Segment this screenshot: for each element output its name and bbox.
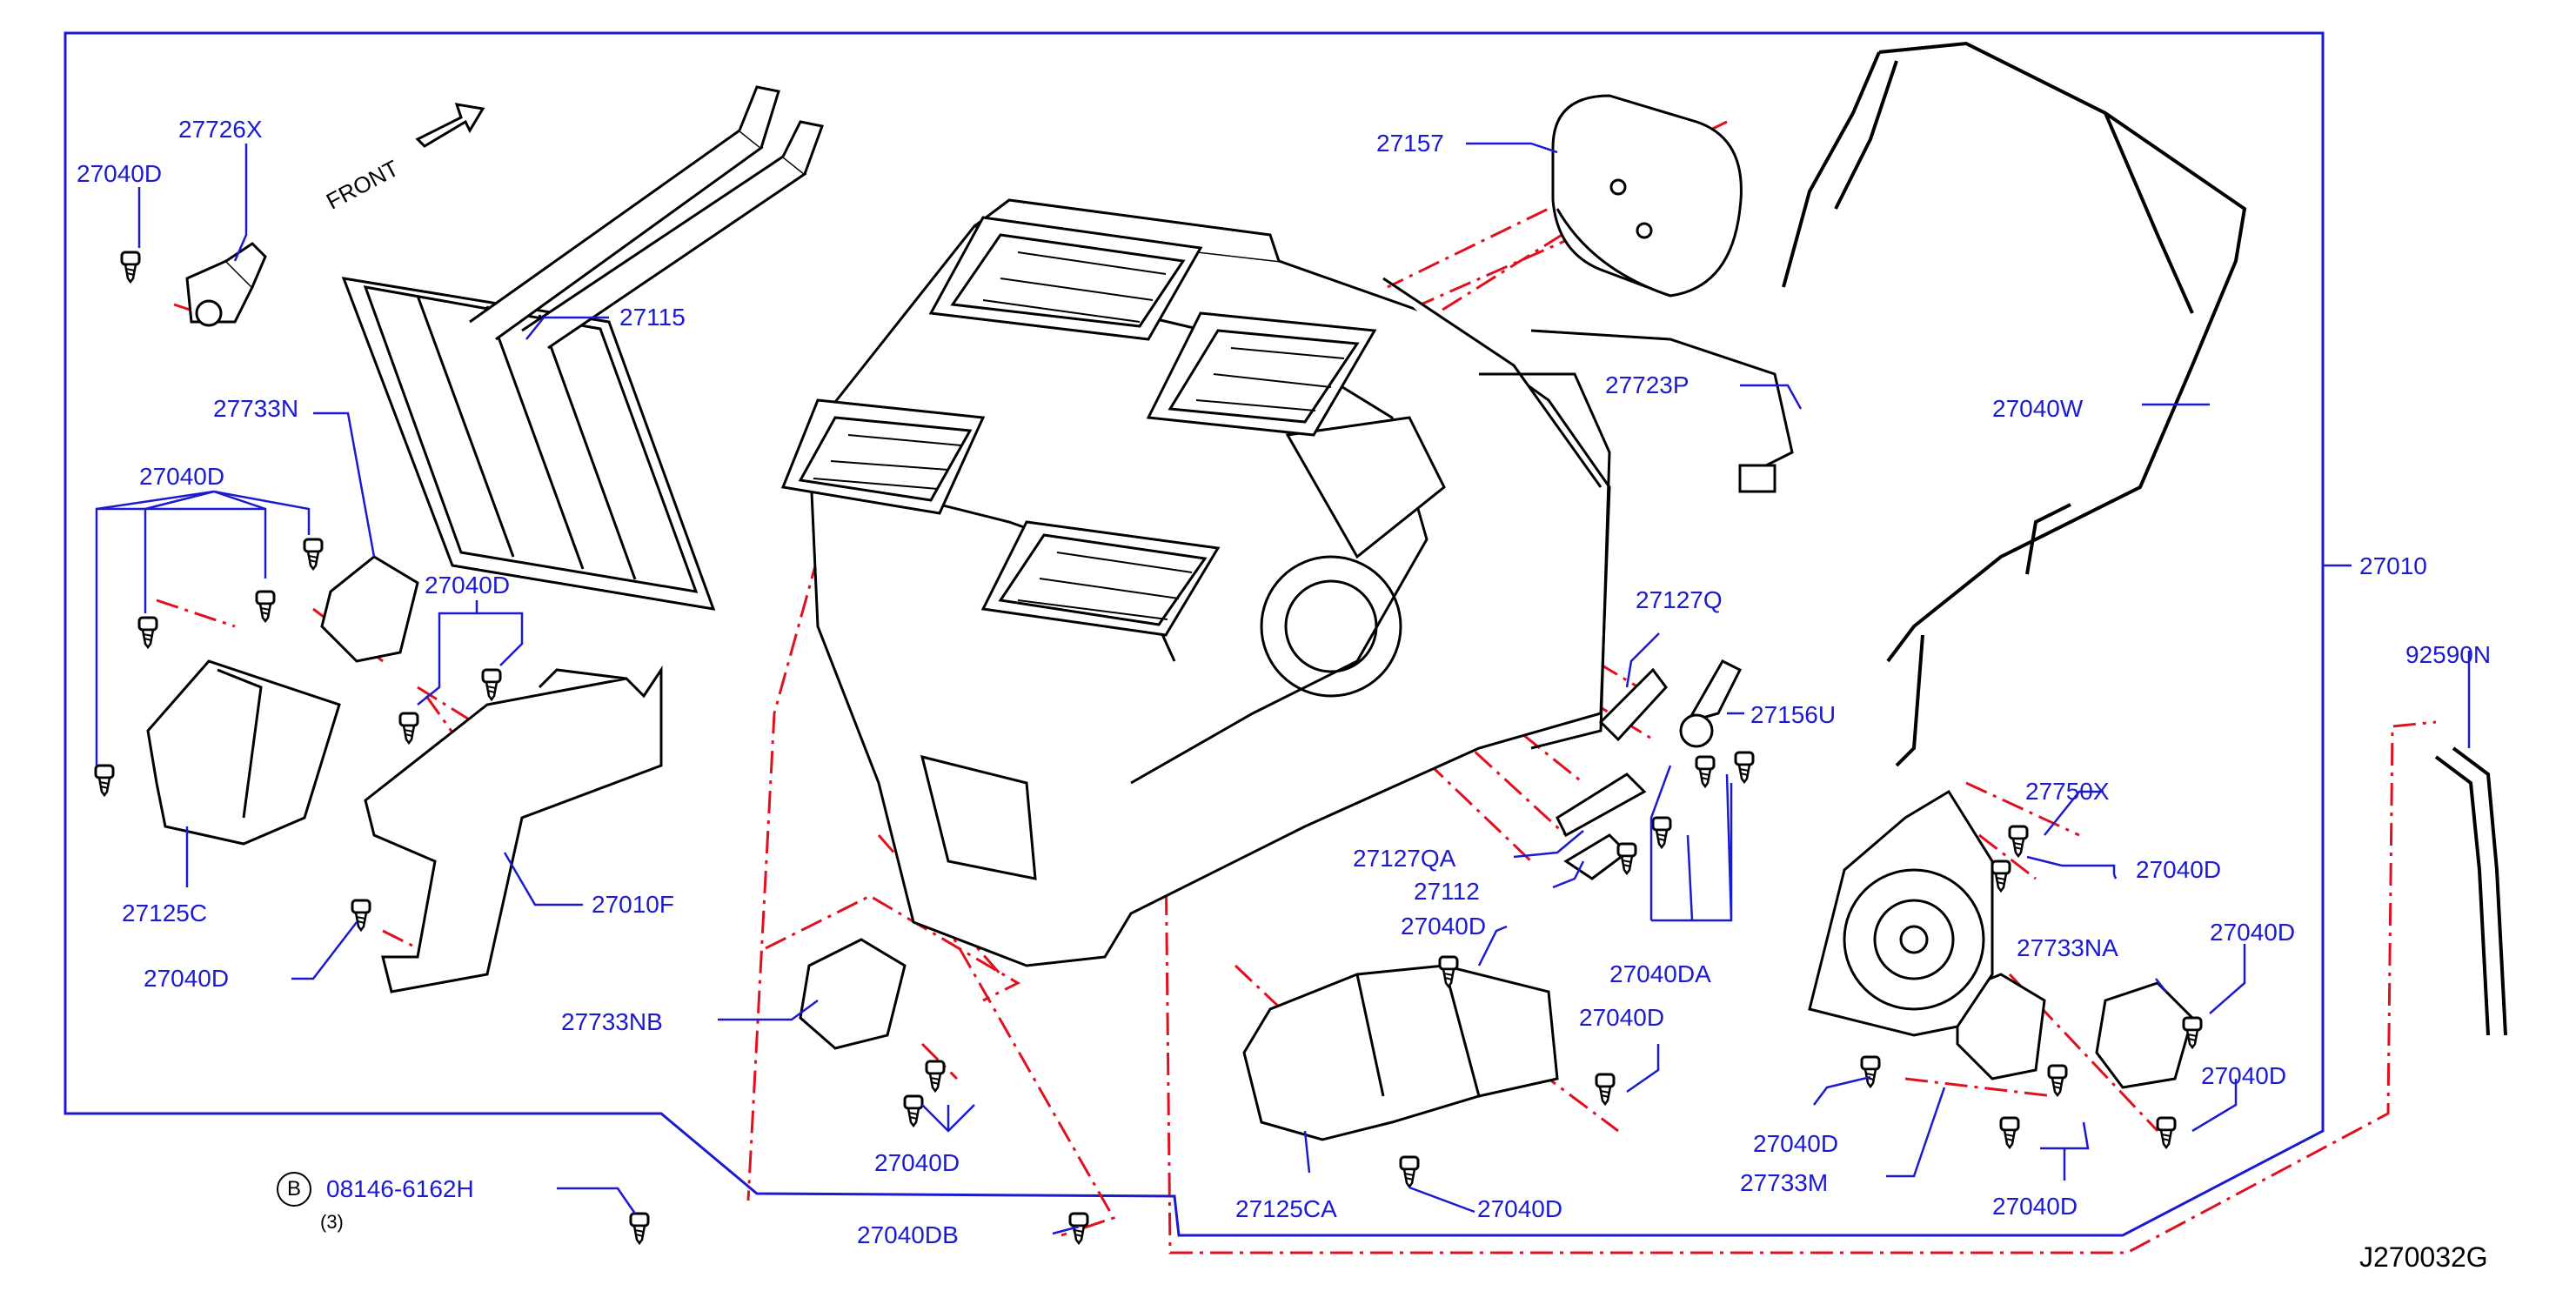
vent-outlets: [780, 216, 1377, 637]
label-27750X: 27750X: [2025, 778, 2110, 805]
cover-27125C: [146, 659, 341, 846]
duct-27010F: [364, 666, 663, 993]
label-27040D-sensor: 27040D: [77, 160, 163, 187]
label-27010: 27010: [2359, 552, 2427, 579]
duct-27125CA: [1242, 964, 1559, 1141]
sensor-27726X: [185, 242, 267, 327]
harness-27723P: [1530, 329, 1794, 493]
label-92590N: 92590N: [2405, 641, 2492, 668]
label-27040W: 27040W: [1992, 395, 2084, 422]
leader-lines: [95, 142, 2471, 1235]
label-27040D-ca-lower: 27040D: [1477, 1195, 1563, 1222]
label-27115: 27115: [619, 304, 686, 331]
label-27040D-ca-upper: 27040D: [1579, 1004, 1665, 1031]
bolt-quantity: (3): [320, 1211, 344, 1233]
label-08146-6162H: 08146-6162H: [326, 1175, 474, 1202]
label-27040DA: 27040DA: [1609, 960, 1711, 987]
front-arrow-icon: [415, 103, 485, 148]
label-27040D-m-left: 27040D: [1753, 1130, 1839, 1157]
label-27726X: 27726X: [178, 116, 263, 143]
label-27125CA: 27125CA: [1235, 1195, 1337, 1222]
label-27040D-cover: 27040D: [139, 463, 225, 490]
label-27040D-nb: 27040D: [874, 1149, 960, 1176]
label-27157: 27157: [1376, 130, 1444, 157]
label-27040D-duct: 27040D: [425, 572, 511, 599]
blower-27750X: [1808, 789, 1994, 1037]
label-27040DB: 27040DB: [857, 1221, 959, 1248]
label-27723P: 27723P: [1605, 371, 1689, 398]
door-links: [1556, 659, 1743, 880]
label-27733N: 27733N: [213, 395, 299, 422]
diagram-code: J270032G: [2359, 1241, 2488, 1273]
label-27127QA: 27127QA: [1353, 845, 1456, 872]
label-27040D-center: 27040D: [1401, 913, 1487, 940]
label-27040D-lower: 27040D: [144, 965, 230, 992]
label-27127Q: 27127Q: [1636, 586, 1723, 613]
actuators: [320, 555, 2194, 1089]
label-27733NA: 27733NA: [2017, 934, 2118, 961]
label-27040D-m-lower: 27040D: [1992, 1193, 2078, 1220]
harness-27040W: [1782, 41, 2247, 767]
hose-92590N: [2434, 746, 2507, 1036]
label-27733NB: 27733NB: [561, 1008, 663, 1035]
label-27010F: 27010F: [592, 891, 674, 918]
heater-core: [341, 85, 825, 611]
vent-slats: [813, 251, 1345, 620]
housing-blower: [1260, 372, 1611, 750]
label-27112: 27112: [1414, 878, 1480, 905]
label-27125C: 27125C: [122, 900, 208, 926]
label-27733M: 27733M: [1740, 1169, 1829, 1196]
filter-27157: [1551, 94, 1743, 298]
label-27040D-right: 27040D: [2210, 919, 2296, 946]
label-27156U: 27156U: [1750, 701, 1837, 728]
boundary-frame: [64, 31, 2325, 1237]
label-27040D-na: 27040D: [2201, 1062, 2287, 1089]
bolt-circle-icon: B: [277, 1172, 311, 1207]
label-27040D-blower: 27040D: [2136, 856, 2222, 883]
